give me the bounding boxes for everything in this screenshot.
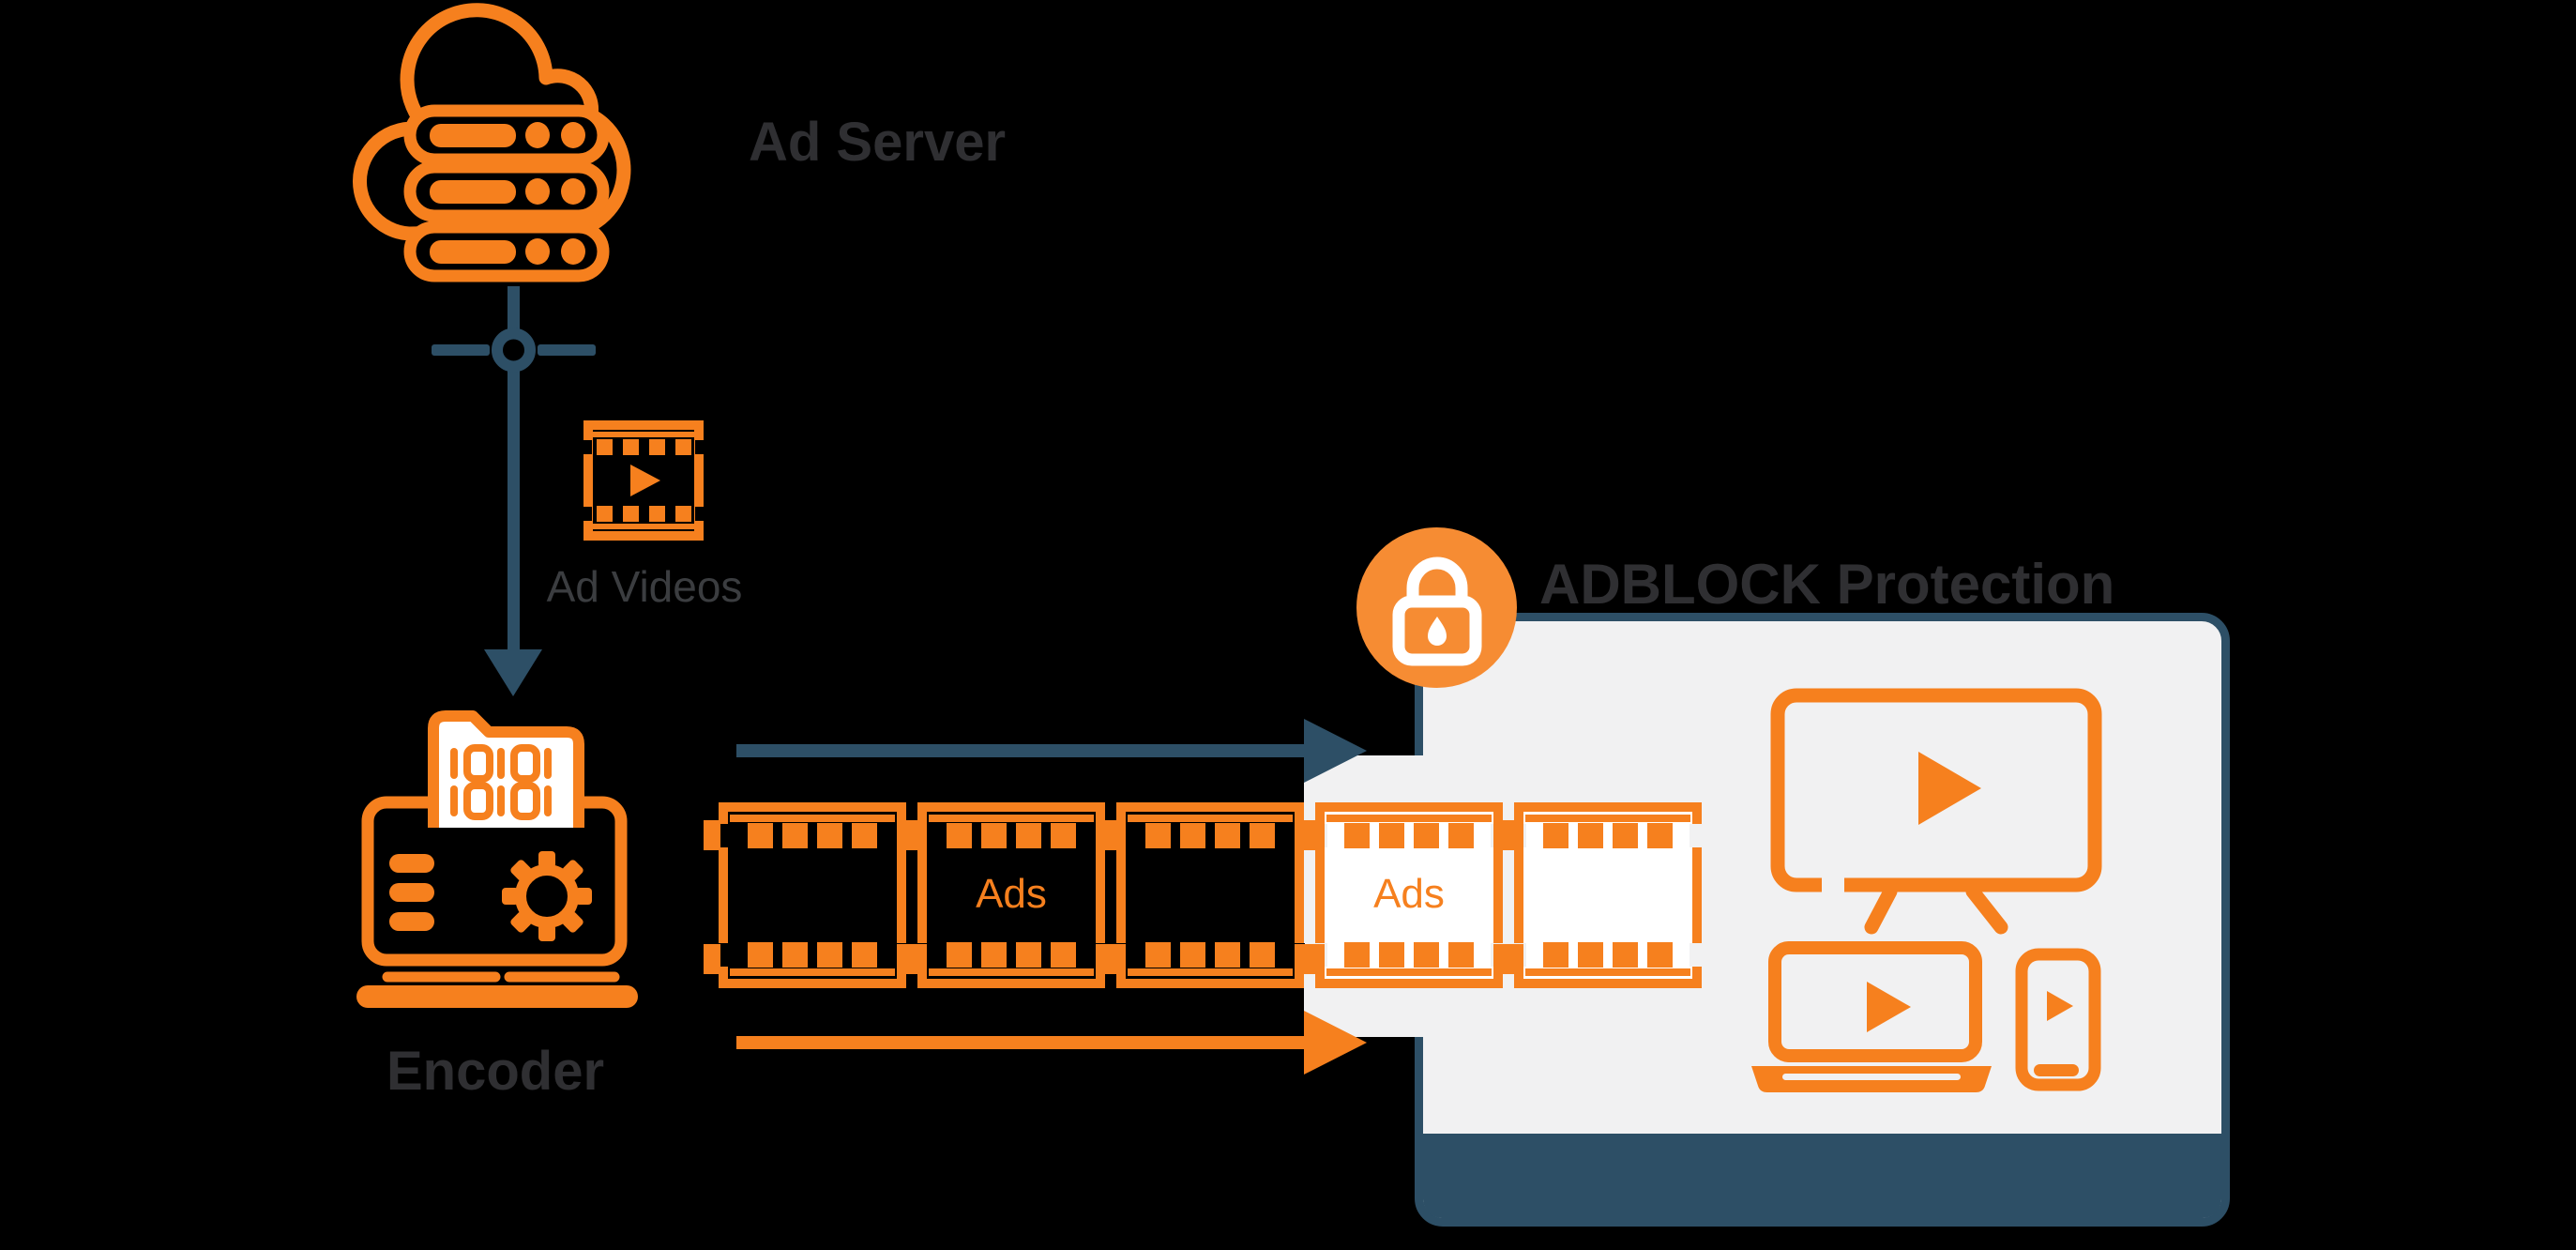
binary-code xyxy=(450,744,552,820)
strip-connector xyxy=(1295,944,1325,974)
phone-play-icon xyxy=(2015,948,2101,1091)
film-frame xyxy=(1513,802,1703,988)
ad-videos-label: Ad Videos xyxy=(546,562,743,611)
strip-connector xyxy=(704,944,720,974)
play-icon xyxy=(1867,982,1911,1032)
lock-badge xyxy=(1356,527,1517,688)
gear-icon xyxy=(502,851,592,941)
cloud-server-icon xyxy=(352,3,631,282)
play-icon xyxy=(1918,752,1981,825)
crosshair-node-icon xyxy=(432,286,596,696)
arrow-down-icon xyxy=(484,649,542,696)
play-icon xyxy=(630,465,660,496)
ads-frame-label: Ads xyxy=(1373,871,1445,917)
strip-connector xyxy=(1096,820,1126,850)
encoder-label: Encoder xyxy=(386,1041,605,1102)
strip-connector xyxy=(1493,820,1523,850)
arrow-right-blue-icon xyxy=(736,719,1367,783)
strip-connector xyxy=(1096,944,1126,974)
strip-connector xyxy=(897,944,927,974)
panel-bottom-bar xyxy=(1423,1134,2221,1218)
strip-connector xyxy=(1493,944,1523,974)
ad-server-label: Ad Server xyxy=(749,112,1007,173)
tv-play-icon xyxy=(1770,688,2102,935)
padlock-icon xyxy=(1392,556,1482,666)
film-play-icon xyxy=(583,420,705,541)
strip-connector xyxy=(704,820,720,850)
arrow-right-orange-icon xyxy=(736,1011,1367,1075)
film-frame xyxy=(718,802,907,988)
adblock-title: ADBLOCK Protection xyxy=(1539,553,2115,616)
strip-connector xyxy=(897,820,927,850)
play-icon xyxy=(2047,991,2073,1021)
film-frame xyxy=(1115,802,1305,988)
strip-connector xyxy=(1295,820,1325,850)
encoder-machine-icon xyxy=(356,710,638,1008)
laptop-play-icon xyxy=(1751,941,1992,1092)
ads-frame-label: Ads xyxy=(976,871,1047,917)
